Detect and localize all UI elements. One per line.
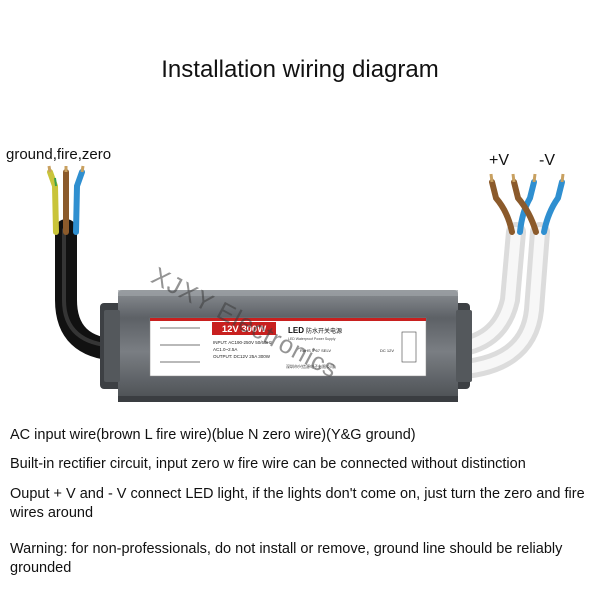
right-mounting-flange	[456, 310, 472, 382]
plus-v-label: +V	[489, 152, 510, 169]
minus-v-label: -V	[539, 152, 555, 169]
dc-label-text: DC 12V	[380, 348, 394, 353]
diagram-title: Installation wiring diagram	[161, 56, 439, 83]
note-rectifier: Built-in rectifier circuit, input zero w…	[10, 456, 526, 472]
power-supply-unit	[100, 290, 472, 402]
plus-v-brown-wire	[489, 179, 515, 235]
power-badge-text: 12V 300W	[222, 324, 266, 335]
subtitle-text: LED Waterproof Power Supply	[288, 337, 336, 341]
current-spec-text: AC1.0~2.5A	[213, 347, 237, 352]
power-badge	[212, 322, 276, 335]
output-wires	[489, 173, 565, 235]
output-spec-text: OUTPUT: DC12V 25A 300W	[213, 354, 271, 359]
input-wires	[47, 165, 85, 235]
note-warning: Warning: for non-professionals, do not i…	[10, 541, 563, 576]
note-ac-input: AC input wire(brown L fire wire)(blue N …	[10, 427, 416, 443]
note-output: Ouput + V and - V connect LED light, if …	[10, 486, 585, 521]
input-wires-label: ground,fire,zero	[6, 146, 112, 163]
left-mounting-flange	[104, 310, 120, 382]
brand-cn-text: 防水开关电源	[306, 327, 342, 335]
maker-text: 深圳市兴信源电子有限公司	[286, 363, 334, 369]
brand-text: LED	[288, 326, 304, 335]
zero-wire	[73, 169, 85, 235]
input-spec-text: INPUT: AC190-250V 50/60Hz	[213, 340, 273, 345]
certs-text: RoHS IP67 SELV	[300, 348, 331, 353]
